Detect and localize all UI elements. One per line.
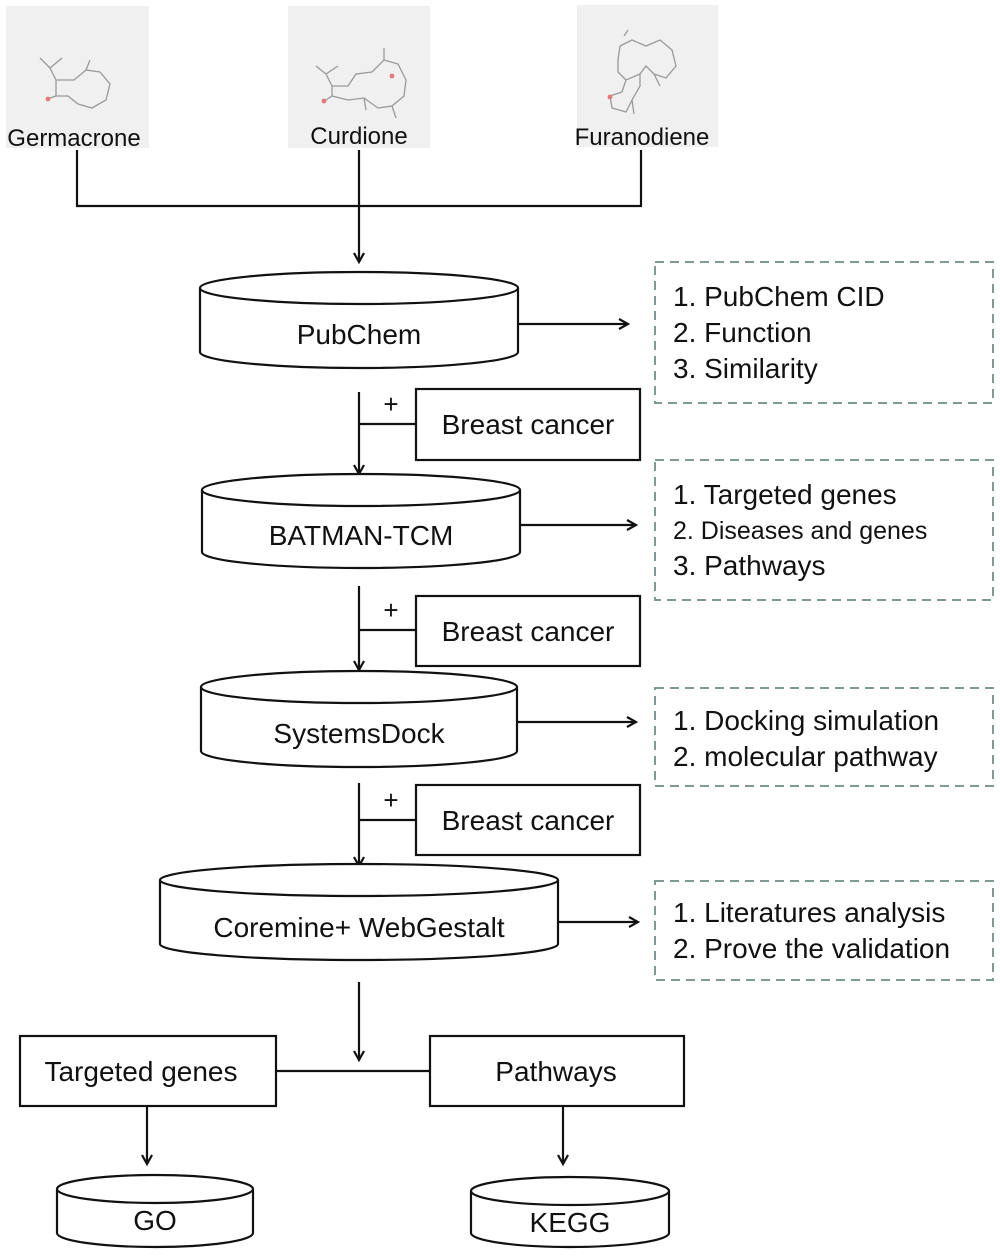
- note-item: 1. Literatures analysis: [673, 897, 945, 928]
- batman-notes: 1. Targeted genes 2. Diseases and genes …: [654, 459, 994, 601]
- germacrone-structure-icon: [39, 57, 111, 109]
- database-label: BATMAN-TCM: [269, 520, 454, 551]
- filter-step-3: + Breast cancer: [359, 783, 642, 866]
- note-item: 1. PubChem CID: [673, 281, 885, 312]
- batman-tcm-database: BATMAN-TCM: [200, 472, 522, 570]
- coremine-webgestalt-database: Coremine+ WebGestalt: [158, 862, 560, 962]
- note-item: 1. Docking simulation: [673, 705, 939, 736]
- breast-cancer-filter: Breast cancer: [442, 409, 615, 440]
- filter-step-2: + Breast cancer: [359, 586, 642, 670]
- note-item: 3. Pathways: [673, 550, 826, 581]
- targeted-genes-label: Targeted genes: [44, 1056, 237, 1087]
- compound-name: Curdione: [310, 123, 407, 150]
- note-item: 2. Diseases and genes: [673, 517, 927, 545]
- database-label: SystemsDock: [273, 718, 445, 749]
- coremine-notes: 1. Literatures analysis 2. Prove the val…: [654, 880, 994, 981]
- database-label: PubChem: [297, 319, 422, 350]
- curdione-structure-icon: [315, 48, 407, 119]
- compound-germacrone: Germacrone: [6, 6, 149, 152]
- database-label: GO: [133, 1205, 177, 1236]
- breast-cancer-filter: Breast cancer: [442, 616, 615, 647]
- targeted-genes-box: Targeted genes: [18, 1034, 278, 1108]
- output-connector: [276, 982, 430, 1073]
- systemsdock-database: SystemsDock: [199, 669, 519, 769]
- compound-name: Furanodiene: [575, 124, 710, 151]
- note-item: 2. Prove the validation: [673, 933, 950, 964]
- note-item: 1. Targeted genes: [673, 479, 897, 510]
- pathways-label: Pathways: [495, 1056, 616, 1087]
- compound-curdione: Curdione: [288, 6, 430, 150]
- merge-connector: [75, 150, 643, 262]
- database-label: KEGG: [530, 1207, 611, 1238]
- pubchem-database: PubChem: [198, 270, 520, 370]
- database-label: Coremine+ WebGestalt: [213, 912, 505, 943]
- compound-name: Germacrone: [7, 125, 140, 152]
- plus-sign: +: [383, 389, 398, 419]
- compound-furanodiene: Furanodiene: [575, 5, 718, 151]
- systemsdock-notes: 1. Docking simulation 2. molecular pathw…: [654, 687, 994, 787]
- breast-cancer-filter: Breast cancer: [442, 805, 615, 836]
- plus-sign: +: [383, 785, 398, 815]
- note-item: 2. Function: [673, 317, 812, 348]
- pathways-box: Pathways: [428, 1034, 686, 1108]
- go-database: GO: [55, 1173, 255, 1249]
- furanodiene-structure-icon: [607, 29, 677, 115]
- note-item: 3. Similarity: [673, 353, 818, 384]
- note-item: 2. molecular pathway: [673, 741, 938, 772]
- kegg-database: KEGG: [469, 1175, 671, 1249]
- filter-step-1: + Breast cancer: [359, 387, 642, 474]
- plus-sign: +: [383, 595, 398, 625]
- pubchem-notes: 1. PubChem CID 2. Function 3. Similarity: [654, 261, 994, 404]
